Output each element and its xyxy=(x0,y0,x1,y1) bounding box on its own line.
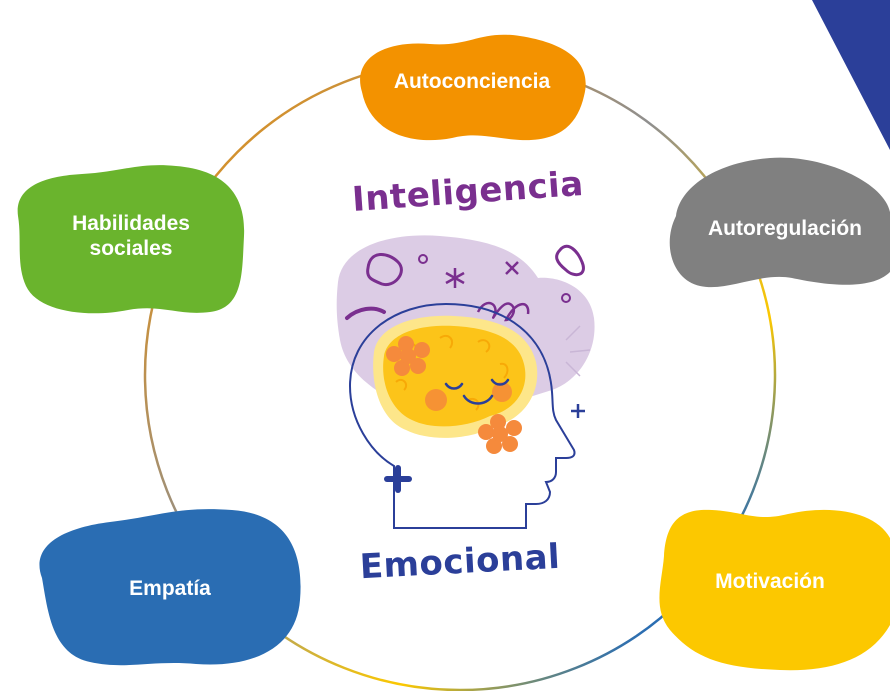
empatia-blob xyxy=(39,509,301,666)
corner-decoration xyxy=(812,0,890,150)
doodle-circle-icon xyxy=(418,254,428,264)
doodle-dot-icon xyxy=(561,293,571,303)
habilidades-sociales-blob xyxy=(17,165,245,314)
brain-head-illustration xyxy=(336,235,595,529)
head-outline xyxy=(348,302,576,529)
doodle-arc-icon xyxy=(345,306,386,320)
flower-icon-top xyxy=(386,336,430,376)
label-empatia: Empatía xyxy=(129,577,211,600)
autoregulacion-blob xyxy=(669,157,890,288)
label-autoregulacion: Autoregulación xyxy=(707,217,862,240)
left-eye xyxy=(444,382,464,390)
label-motivacion: Motivación xyxy=(715,570,825,593)
left-cheek xyxy=(425,389,447,411)
smile xyxy=(462,394,494,405)
doodle-bean-icon xyxy=(555,244,585,277)
autoconciencia-blob xyxy=(360,34,586,141)
motivacion-blob xyxy=(659,509,890,671)
label-habilidades-sociales: Habilidades sociales xyxy=(72,212,190,260)
plus-icon-small xyxy=(571,404,585,418)
label-autoconciencia: Autoconciencia xyxy=(393,70,551,93)
doodle-squiggle-icon xyxy=(476,301,530,322)
right-eye xyxy=(490,378,510,386)
right-cheek xyxy=(492,382,512,402)
flower-icon-bottom xyxy=(478,414,522,454)
sparkle-icon xyxy=(565,325,591,377)
cross-icon xyxy=(505,261,519,275)
doodle-loop-icon xyxy=(366,253,403,287)
plus-icon-large xyxy=(384,465,412,493)
star-icon xyxy=(445,268,465,288)
